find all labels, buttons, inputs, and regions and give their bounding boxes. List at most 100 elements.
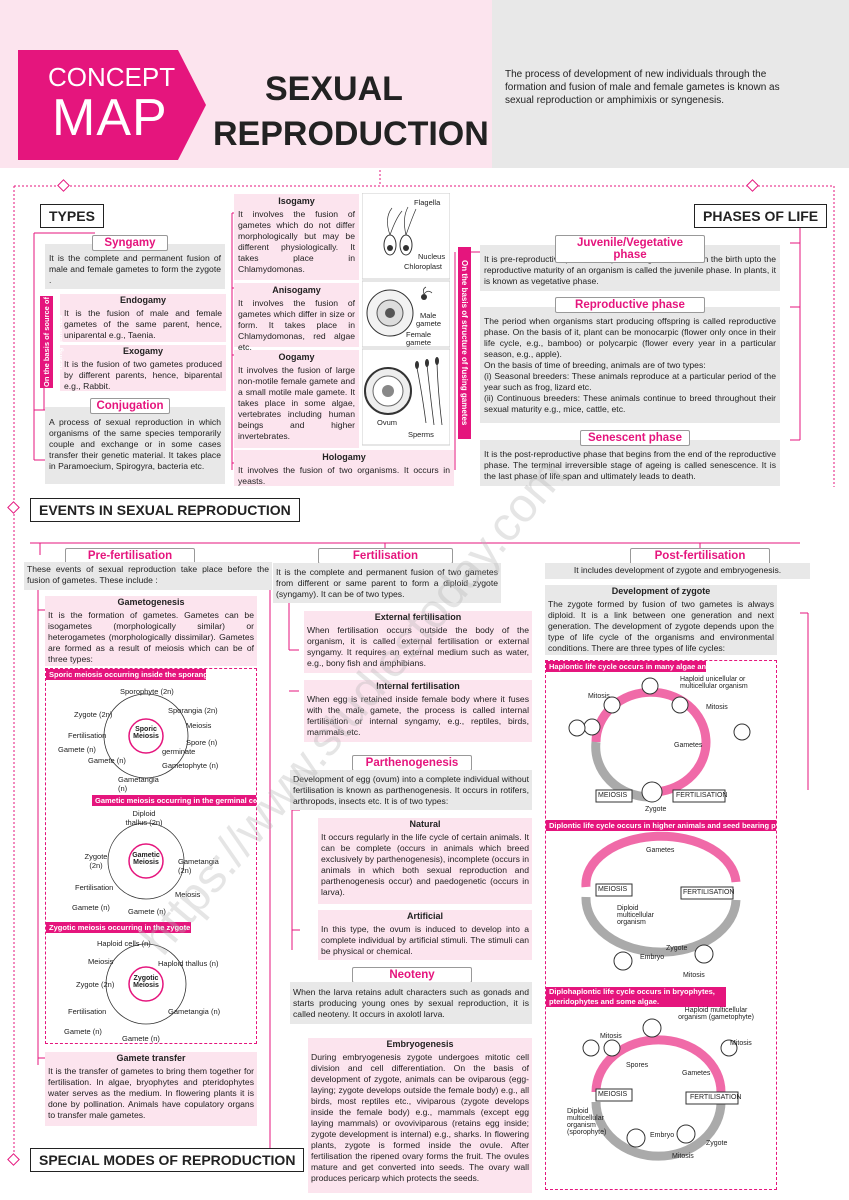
svg-text:Flagella: Flagella xyxy=(414,198,441,207)
gametogenesis-text: It is the formation of gametes. Gametes … xyxy=(48,609,254,664)
sporic-label: Spore (n) xyxy=(186,738,218,747)
natural-title: Natural xyxy=(409,819,441,829)
parthenogenesis-text: Development of egg (ovum) into a complet… xyxy=(293,774,529,806)
isogamy-icon xyxy=(383,206,417,256)
meiosis-cycles xyxy=(103,693,189,1025)
fertilisation-text: It is the complete and permanent fusion … xyxy=(276,567,498,599)
diplohaplontic-stripe: Diplohaplontic life cycle occurs in bryo… xyxy=(546,987,726,1007)
svg-text:gamete: gamete xyxy=(416,319,441,328)
phases-header: PHASES OF LIFE xyxy=(694,204,828,228)
special-modes-header: SPECIAL MODES OF REPRODUCTION xyxy=(30,1148,305,1172)
senescent-text: It is the post-reproductive phase that b… xyxy=(484,449,776,481)
neoteny-box: When the larva retains adult characters … xyxy=(290,982,532,1024)
isogamy-text: It involves the fusion of gametes which … xyxy=(238,208,355,274)
pre-fert-box: These events of sexual reproduction take… xyxy=(24,562,272,590)
types-header: TYPES xyxy=(40,204,104,228)
dev-zygote-title: Development of zygote xyxy=(611,586,711,596)
sporic-label: Fertilisation xyxy=(68,731,107,740)
diplohaplontic-label: Embryo xyxy=(650,1132,675,1139)
diplohaplontic-cycle xyxy=(582,1018,739,1161)
zygotic-label: Haploid thallus (n) xyxy=(158,959,219,968)
sporic-label: Zygote (2n) xyxy=(74,710,113,719)
reproductive-text-i: (i) Seasonal breeders: These animals rep… xyxy=(484,371,776,392)
diplontic-label: MEIOSIS xyxy=(598,886,628,893)
svg-text:Nucleus: Nucleus xyxy=(418,252,445,261)
haplontic-label: Mitosis xyxy=(588,693,610,700)
post-fert-text: It includes development of zygote and em… xyxy=(573,565,782,575)
internal-fert-text: When egg is retained inside female body … xyxy=(307,693,529,737)
svg-text:Sperms: Sperms xyxy=(408,430,434,439)
diplohaplontic-label: Mitosis xyxy=(672,1153,694,1160)
hologamy-box: Hologamy It involves the fusion of two or… xyxy=(234,450,454,486)
sporic-label: Gametangia (n) xyxy=(118,775,159,793)
hologamy-title: Hologamy xyxy=(322,452,366,462)
exogamy-text: It is the fusion of two gametes produced… xyxy=(64,358,222,391)
zygotic-label: Gametangia (n) xyxy=(168,1007,221,1016)
gametic-label: Gamete (n) xyxy=(72,903,110,912)
diplohaplontic-label: Mitosis xyxy=(600,1033,622,1040)
endogamy-text: It is the fusion of male and female game… xyxy=(64,307,222,340)
diplohaplontic-label: FERTILISATION xyxy=(690,1094,742,1101)
anisogamy-icon xyxy=(366,286,433,337)
intro-text: The process of development of new indivi… xyxy=(505,69,780,106)
post-fert-box: It includes development of zygote and em… xyxy=(545,563,810,579)
diplohaplontic-label: Gametes xyxy=(682,1070,711,1077)
syngamy-title: Syngamy xyxy=(92,235,168,251)
artificial-title: Artificial xyxy=(406,911,443,921)
gametic-label: Fertilisation xyxy=(75,883,114,892)
juvenile-title: Juvenile/Vegetative phase xyxy=(555,235,705,263)
hologamy-text: It involves the fusion of two organisms.… xyxy=(238,464,450,486)
gametic-label: Zygote (2n) xyxy=(84,852,108,870)
lifecycle-diagrams xyxy=(568,677,751,1161)
concept-arrow xyxy=(18,50,206,160)
neoteny-title: Neoteny xyxy=(352,967,472,983)
lifecycle-panel xyxy=(545,660,777,1190)
diplontic-label: Zygote xyxy=(666,945,688,952)
reproductive-title: Reproductive phase xyxy=(555,297,705,313)
anisogamy-title: Anisogamy xyxy=(272,285,321,295)
parthenogenesis-title: Parthenogenesis xyxy=(352,755,472,771)
diplohaplontic-label: MEIOSIS xyxy=(598,1091,628,1098)
parthenogenesis-box: Development of egg (ovum) into a complet… xyxy=(290,770,532,810)
diplohaplontic-label: Mitosis xyxy=(730,1040,752,1047)
diplohaplontic-label: Diploid multicellular organism (sporophy… xyxy=(567,1108,607,1136)
external-fert-title: External fertilisation xyxy=(374,612,462,622)
neoteny-text: When the larva retains adult characters … xyxy=(293,987,529,1019)
gametic-label: Gamete (n) xyxy=(128,907,166,916)
conjugation-text: A process of sexual reproduction in whic… xyxy=(49,417,221,471)
zygotic-label: Gamete (n) xyxy=(122,1034,160,1043)
embryogenesis-text: During embryogenesis zygote undergoes mi… xyxy=(311,1051,529,1183)
sporic-label: Gametophyte (n) xyxy=(162,761,219,770)
pre-fert-text: These events of sexual reproduction take… xyxy=(27,564,269,585)
gamete-figures: Flagella Nucleus Chloroplast Malegamete … xyxy=(362,193,450,446)
haplontic-stripe: Haplontic life cycle occurs in many alga… xyxy=(546,661,706,672)
structure-side-label-text: On the basis of structure of fusing game… xyxy=(460,260,469,426)
sporic-label: Sporangia (2n) xyxy=(168,706,218,715)
reproductive-box: The period when organisms start producin… xyxy=(480,307,780,423)
gametic-label: Diploid thallus (2n) xyxy=(125,809,163,827)
internal-fert-title: Internal fertilisation xyxy=(376,681,460,691)
gametic-label: Meiosis xyxy=(175,890,201,899)
banner-right xyxy=(492,0,849,168)
diplontic-label: Mitosis xyxy=(683,972,705,979)
external-fert-text: When fertilisation occurs outside the bo… xyxy=(307,624,529,668)
reproductive-text-2: On the basis of time of breeding, animal… xyxy=(484,360,706,370)
syngamy-text: It is the complete and permanent fusion … xyxy=(49,253,221,285)
anisogamy-text: It involves the fusion of gametes which … xyxy=(238,297,355,352)
dev-zygote-text: The zygote formed by fusion of two gamet… xyxy=(548,598,774,653)
haplontic-label: MEIOSIS xyxy=(598,792,628,799)
haplontic-label: FERTILISATION xyxy=(676,792,728,799)
diplohaplontic-label: Spores xyxy=(626,1062,649,1069)
haplontic-label: Gametes xyxy=(674,742,703,749)
embryogenesis-title: Embryogenesis xyxy=(386,1039,454,1049)
haplontic-cycle xyxy=(568,677,751,803)
svg-text:Chloroplast: Chloroplast xyxy=(404,262,443,271)
oogamy-text: It involves the fusion of large non-moti… xyxy=(238,364,355,441)
zygotic-label: Fertilisation xyxy=(68,1007,107,1016)
